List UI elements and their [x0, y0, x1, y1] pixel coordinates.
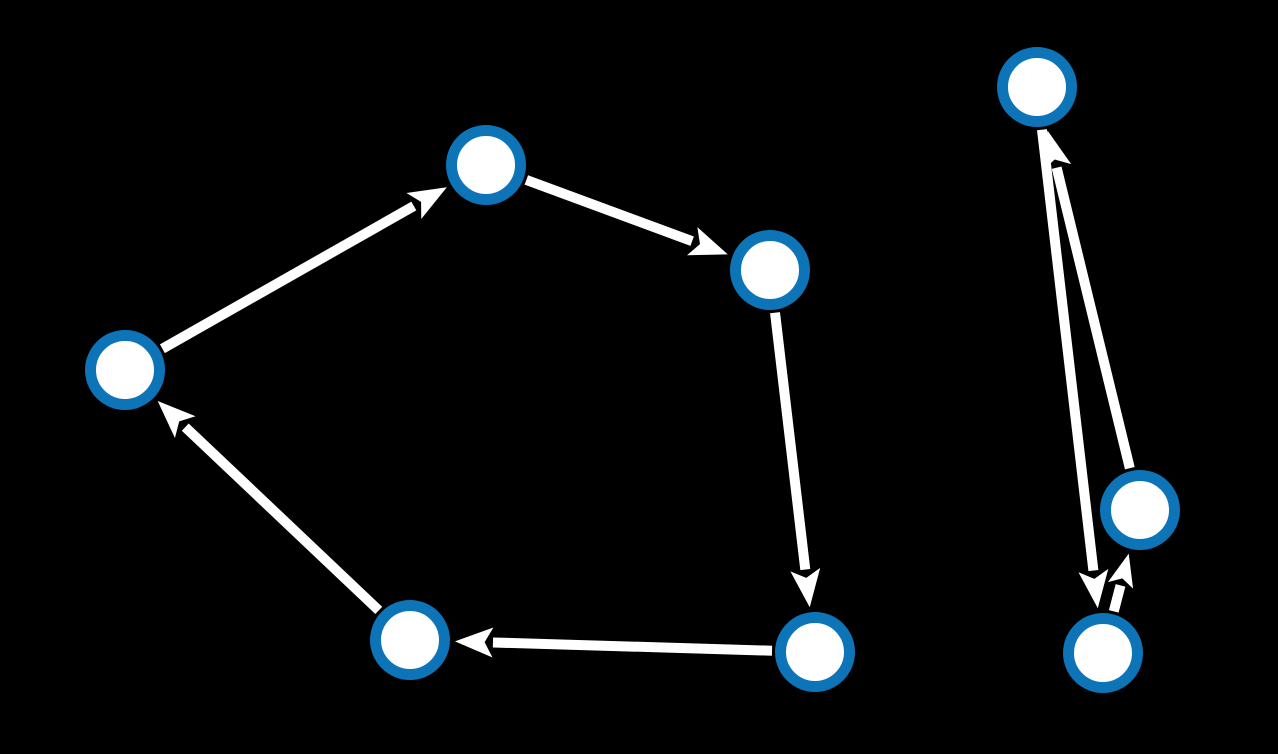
- node-bottom-right[interactable]: [1063, 613, 1143, 693]
- edge-shaft: [181, 423, 383, 615]
- edge-top-left-to-top-mid[interactable]: [524, 175, 728, 256]
- edge-bottom-right-to-right[interactable]: [1107, 553, 1134, 613]
- node-circle[interactable]: [446, 125, 526, 205]
- node-right[interactable]: [1100, 470, 1180, 550]
- node-circle[interactable]: [730, 230, 810, 310]
- edge-shaft: [1108, 584, 1126, 613]
- edge-shaft: [770, 312, 811, 571]
- arrow-head-icon: [790, 567, 821, 608]
- arrow-head-icon: [454, 627, 494, 658]
- edge-bottom-mid-to-bottom-left[interactable]: [454, 627, 773, 658]
- edge-shaft: [492, 637, 773, 656]
- node-left[interactable]: [85, 330, 165, 410]
- edge-shaft: [1037, 129, 1099, 572]
- edge-left-to-top-left[interactable]: [159, 187, 447, 354]
- arrow-head-icon: [1107, 553, 1134, 589]
- node-top-mid[interactable]: [730, 230, 810, 310]
- nodes-layer: [85, 47, 1180, 693]
- arrow-head-icon: [1042, 130, 1072, 172]
- node-bottom-mid[interactable]: [775, 612, 855, 692]
- node-circle[interactable]: [997, 47, 1077, 127]
- edge-right-to-top-right[interactable]: [1042, 130, 1135, 470]
- node-circle[interactable]: [85, 330, 165, 410]
- edge-top-right-to-bottom-right[interactable]: [1037, 129, 1109, 609]
- arrow-head-icon: [686, 227, 728, 256]
- edge-bottom-left-to-left[interactable]: [157, 400, 383, 615]
- node-circle[interactable]: [775, 612, 855, 692]
- node-top-left[interactable]: [446, 125, 526, 205]
- node-circle[interactable]: [1063, 613, 1143, 693]
- edge-shaft: [159, 201, 417, 354]
- edges-layer: [157, 129, 1135, 658]
- node-circle[interactable]: [370, 600, 450, 680]
- node-bottom-left[interactable]: [370, 600, 450, 680]
- node-circle[interactable]: [1100, 470, 1180, 550]
- arrow-head-icon: [1078, 568, 1109, 609]
- edge-top-mid-to-bottom-mid[interactable]: [770, 312, 821, 608]
- arrow-head-icon: [406, 187, 447, 220]
- arrow-head-icon: [157, 400, 196, 438]
- edge-shaft: [1051, 166, 1135, 470]
- node-top-right[interactable]: [997, 47, 1077, 127]
- edge-shaft: [524, 175, 694, 246]
